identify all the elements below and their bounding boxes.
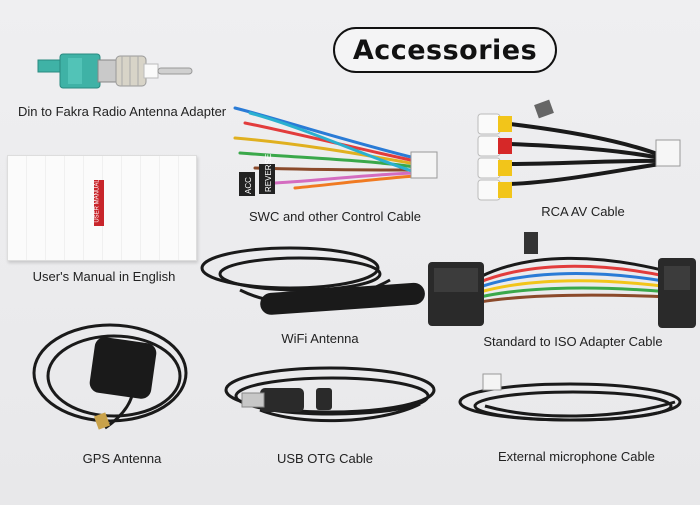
swc-tag-acc: ACC: [244, 177, 253, 194]
item-label-swc-cable: SWC and other Control Cable: [249, 209, 421, 224]
item-label-iso-adapter: Standard to ISO Adapter Cable: [483, 334, 663, 349]
page-title: Accessories: [333, 27, 557, 73]
item-label-wifi-antenna: WiFi Antenna: [281, 331, 359, 346]
swc-cable-image: ACC REVERSE: [233, 106, 438, 196]
page-title-text: Accessories: [352, 34, 538, 66]
iso-adapter-image: [428, 232, 696, 328]
item-label-microphone-cable: External microphone Cable: [498, 449, 655, 464]
microphone-cable-image: [458, 373, 682, 422]
item-label-gps-antenna: GPS Antenna: [82, 451, 162, 466]
item-label-fakra-adapter: Din to Fakra Radio Antenna Adapter: [18, 104, 227, 119]
item-label-user-manual: User's Manual in English: [32, 269, 176, 284]
rca-cable-image: [477, 99, 681, 201]
gps-antenna-image: [32, 323, 188, 430]
usb-otg-cable-image: [224, 366, 436, 423]
item-label-rca-cable: RCA AV Cable: [541, 204, 625, 219]
manual-cover-tag: USER MANUAL: [94, 179, 104, 226]
fakra-adapter-image: [37, 53, 193, 89]
user-manual-image: USER MANUAL: [7, 155, 197, 261]
item-label-usb-otg-cable: USB OTG Cable: [276, 451, 374, 466]
swc-tag-reverse: REVERSE: [264, 154, 273, 192]
wifi-antenna-image: [200, 246, 425, 315]
manual-cover-text: USER MANUAL: [94, 179, 101, 223]
